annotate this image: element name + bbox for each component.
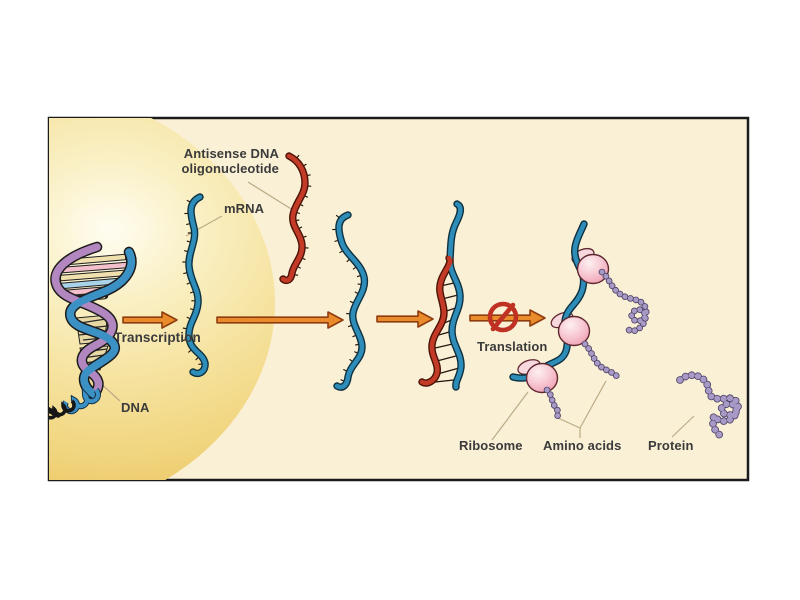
ribosome-2: [557, 315, 591, 347]
antisense-oligonucleotide-strand: [280, 153, 308, 283]
dna-label: DNA: [121, 400, 150, 415]
chromatin-coil: [49, 399, 76, 420]
antisense-label-line1: Antisense DNA: [183, 146, 279, 161]
no-symbol-icon: [487, 301, 519, 333]
amino-acid-chain-3: [544, 387, 561, 420]
transcription-arrow-icon: [122, 311, 178, 329]
mrna-strand-2: [334, 212, 367, 390]
dna-double-helix: [49, 241, 137, 420]
translation-complex: [509, 220, 650, 421]
protein-chain: [676, 371, 742, 440]
protein-leader-line: [671, 415, 695, 438]
translation-arrow-icon: [469, 309, 546, 327]
step-arrow-icon-2: [216, 311, 344, 329]
amino-acid-chain-2: [582, 341, 622, 382]
leader-lines: [97, 181, 695, 441]
amino-acid-chain-1: [599, 269, 649, 334]
amino-acids-label: Amino acids: [543, 438, 622, 453]
ribosome-3: [525, 362, 559, 394]
antisense-oligonucleotide-label: Antisense DNA oligonucleotide: [181, 146, 279, 176]
ribosome-1: [576, 253, 610, 285]
transcription-label: Transcription: [114, 330, 201, 345]
duplex-antisense-strand: [419, 255, 453, 386]
dna-strand-blue: [66, 248, 136, 399]
chromatin-stub: [49, 406, 61, 418]
antisense-label-line2: oligonucleotide: [181, 161, 279, 176]
ribosome-leader-line: [491, 391, 529, 441]
antisense-leader-line: [247, 181, 297, 213]
ribosome-label: Ribosome: [459, 438, 523, 453]
cell-nucleus: [49, 118, 275, 480]
step-arrow-icon-3: [376, 310, 434, 328]
mrna-label: mRNA: [224, 201, 265, 216]
dna-strand-purple: [51, 243, 117, 397]
protein-label: Protein: [648, 438, 694, 453]
translation-label: Translation: [477, 339, 548, 354]
mrna-strand-1: [186, 194, 208, 376]
duplex-mrna-strand: [447, 201, 464, 390]
